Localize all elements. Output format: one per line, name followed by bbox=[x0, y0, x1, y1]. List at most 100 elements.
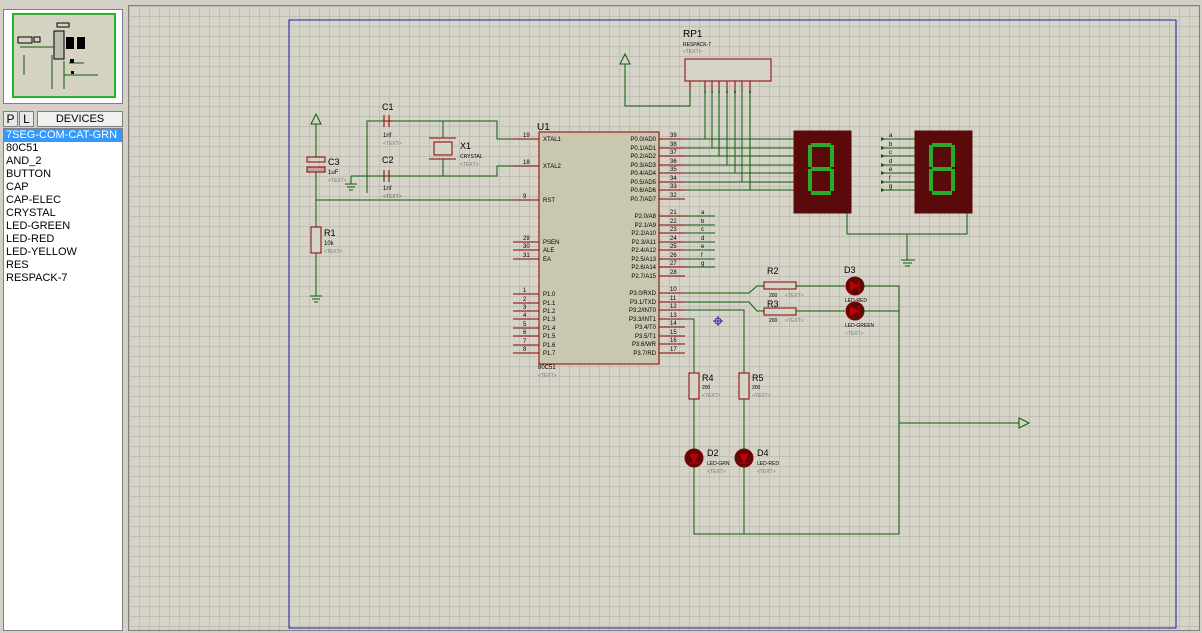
seven-segment-display-2-segment bbox=[951, 169, 955, 191]
c1-value: 1nf bbox=[383, 133, 392, 139]
u1-pin-name: P2.2/A10 bbox=[631, 231, 656, 237]
d4-ref: D4 bbox=[757, 448, 769, 458]
u1-pin-name: P2.3/A11 bbox=[632, 240, 657, 246]
c3-text-placeholder: <TEXT> bbox=[328, 178, 347, 184]
net-label: e bbox=[701, 244, 705, 250]
r5-value: 200 bbox=[752, 385, 761, 391]
p30-wire bbox=[685, 285, 764, 294]
r4-body[interactable] bbox=[688, 372, 700, 400]
led-return-wire bbox=[864, 285, 900, 534]
device-item[interactable]: LED-RED bbox=[6, 233, 55, 245]
pick-devices-button[interactable]: P bbox=[3, 111, 18, 127]
r4-ref: R4 bbox=[702, 373, 714, 383]
u1-pin-name: P3.0/RXD bbox=[629, 291, 656, 297]
u1-pin-name: P0.7/AD7 bbox=[630, 197, 656, 203]
u1-pin-name: P1.2 bbox=[543, 309, 556, 315]
schematic-drawing[interactable]: U180C51<TEXT>19XTAL118XTAL29RST29PSEN30A… bbox=[129, 6, 1200, 631]
r3-body[interactable] bbox=[763, 307, 797, 316]
r1-ref: R1 bbox=[324, 228, 336, 238]
r2-body[interactable] bbox=[763, 281, 797, 290]
u1-pin-name: P2.0/A8 bbox=[635, 214, 657, 220]
r3-text-placeholder: <TEXT> bbox=[785, 318, 804, 324]
device-item[interactable]: BUTTON bbox=[6, 168, 52, 180]
rp1-body[interactable] bbox=[684, 58, 772, 82]
u1-pin-number: 18 bbox=[523, 160, 530, 166]
net-arrow bbox=[881, 137, 885, 141]
u1-pin-number: 2 bbox=[523, 297, 527, 303]
seven-segment-display-1-digit: 8 bbox=[822, 225, 823, 227]
net-label: g bbox=[889, 184, 892, 190]
u1-pin-number: 13 bbox=[670, 313, 677, 319]
d4-text-placeholder: <TEXT> bbox=[757, 469, 776, 475]
panel-splitter[interactable] bbox=[124, 0, 128, 633]
rst-text-placeholder: <TEXT> bbox=[383, 194, 402, 200]
x1-value: CRYSTAL bbox=[460, 154, 483, 160]
overview-thumbnail[interactable] bbox=[12, 13, 116, 98]
c2-text-placeholder: <TEXT> bbox=[383, 194, 402, 200]
net-arrow bbox=[881, 171, 885, 175]
overview-window[interactable] bbox=[3, 9, 123, 104]
u1-pin-number: 16 bbox=[670, 338, 677, 344]
device-item[interactable]: CRYSTAL bbox=[6, 207, 56, 219]
device-item[interactable]: LED-YELLOW bbox=[6, 246, 77, 258]
u1-pin-name: P3.5/T1 bbox=[635, 334, 657, 340]
rp1-common-wire bbox=[624, 64, 691, 107]
u1-pin-number: 35 bbox=[670, 167, 677, 173]
r1-body[interactable] bbox=[310, 226, 322, 254]
u1-pin-name: P3.3/INT1 bbox=[629, 317, 657, 323]
c3-plate[interactable] bbox=[306, 156, 326, 163]
u1-body[interactable] bbox=[538, 131, 660, 365]
u1-pin-name: P3.7/RD bbox=[633, 351, 656, 357]
net-label: e bbox=[889, 167, 893, 173]
d2-led-arrow bbox=[689, 454, 699, 463]
rp1-name: RESPACK-7 bbox=[683, 42, 711, 48]
u1-pin-name: P0.0/AD0 bbox=[630, 137, 656, 143]
u1-pin-number: 32 bbox=[670, 193, 677, 199]
u1-pin-name: XTAL2 bbox=[543, 164, 562, 170]
device-item[interactable]: CAP-ELEC bbox=[6, 194, 62, 206]
u1-pin-number: 21 bbox=[670, 210, 677, 216]
device-item[interactable]: AND_2 bbox=[6, 155, 42, 167]
device-item[interactable]: RES bbox=[6, 259, 29, 271]
seven-segment-display-1-segment bbox=[808, 145, 812, 167]
p33-wire bbox=[685, 318, 695, 373]
u1-pin-name: P3.6/WR bbox=[632, 342, 657, 348]
r2-value: 200 bbox=[769, 293, 778, 299]
net-label: c bbox=[889, 150, 892, 156]
c3-plate[interactable] bbox=[306, 166, 326, 173]
u1-pin-number: 8 bbox=[523, 347, 527, 353]
net-arrow bbox=[881, 163, 885, 167]
seven-segment-display-1-segment bbox=[808, 169, 812, 191]
net-arrow bbox=[881, 188, 885, 192]
u1-pin-number: 33 bbox=[670, 184, 677, 190]
p31-wire bbox=[685, 301, 764, 312]
power-terminal-icon bbox=[310, 112, 322, 125]
device-item[interactable]: RESPACK-7 bbox=[6, 272, 68, 284]
u1-pin-number: 17 bbox=[670, 347, 677, 353]
x1-body[interactable] bbox=[433, 141, 453, 156]
rp1-p0-wire bbox=[685, 90, 751, 191]
led-bottom-wire bbox=[693, 467, 899, 535]
seven-segment-display-1-segment bbox=[811, 191, 831, 195]
c1-ref: C1 bbox=[382, 102, 394, 112]
u1-text-placeholder: <TEXT> bbox=[538, 373, 557, 379]
net-arrow bbox=[881, 146, 885, 150]
d4-value: LED-RED bbox=[757, 461, 779, 467]
d5-led-arrow bbox=[850, 306, 859, 316]
u1-pin-name: P0.2/AD2 bbox=[630, 154, 656, 160]
u1-pin-number: 24 bbox=[670, 236, 677, 242]
library-manager-button[interactable]: L bbox=[19, 111, 34, 127]
device-item[interactable]: CAP bbox=[6, 181, 29, 193]
u1-pin-number: 1 bbox=[523, 288, 527, 294]
u1-pin-name: PSEN bbox=[543, 240, 559, 246]
u1-pin-name: XTAL1 bbox=[543, 137, 562, 143]
r5-body[interactable] bbox=[738, 372, 750, 400]
device-item[interactable]: 80C51 bbox=[6, 142, 39, 154]
net-label: a bbox=[889, 133, 893, 139]
device-item[interactable]: LED-GREEN bbox=[6, 220, 71, 232]
d3-value: LED-RED bbox=[845, 298, 867, 304]
device-item[interactable]: 7SEG-COM-CAT-GRN bbox=[4, 129, 122, 142]
u1-pin-number: 39 bbox=[670, 133, 677, 139]
